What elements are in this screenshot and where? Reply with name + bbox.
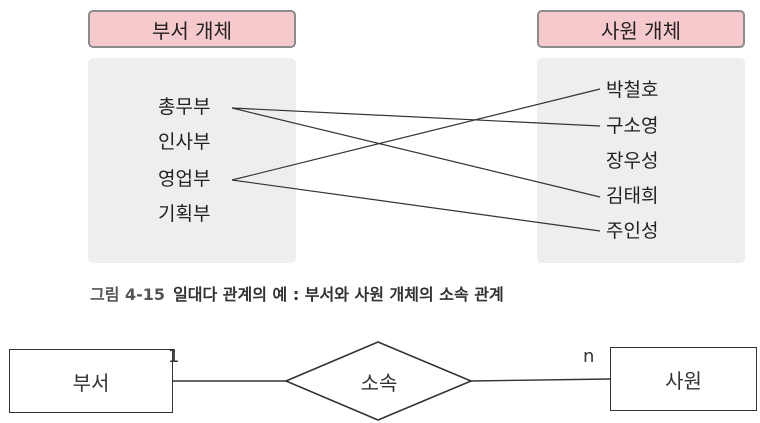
link-line xyxy=(231,107,601,198)
emp-item: 구소영 xyxy=(606,115,659,137)
er-relationship-diamond xyxy=(283,341,474,421)
er-entity-emp-label: 사원 xyxy=(665,368,702,393)
dept-entity-panel xyxy=(88,58,296,263)
er-entity-dept-label: 부서 xyxy=(72,370,110,395)
dept-item: 총무부 xyxy=(158,96,211,118)
er-cardinality-right: n xyxy=(583,346,595,367)
link-line xyxy=(231,88,601,181)
dept-entity-title: 부서 개체 xyxy=(152,18,232,43)
emp-entity-header: 사원 개체 xyxy=(537,10,745,48)
link-line xyxy=(231,179,601,232)
dept-item: 인사부 xyxy=(158,131,211,153)
dept-entity-header: 부서 개체 xyxy=(88,10,296,48)
dept-item: 영업부 xyxy=(158,168,211,190)
emp-item: 주인성 xyxy=(606,220,659,242)
emp-item: 박철호 xyxy=(606,79,659,101)
er-relationship-label: 소속 xyxy=(360,371,398,395)
figure-caption-number: 그림 4-15 xyxy=(90,285,166,304)
er-cardinality-left: 1 xyxy=(168,346,180,367)
link-line xyxy=(231,107,601,127)
emp-entity-title: 사원 개체 xyxy=(601,18,681,43)
emp-item: 김태희 xyxy=(606,185,659,207)
figure-caption: 그림 4-15 일대다 관계의 예 : 부서와 사원 개체의 소속 관계 xyxy=(90,281,504,305)
er-entity-emp: 사원 xyxy=(610,347,757,411)
figure-caption-text: 일대다 관계의 예 : 부서와 사원 개체의 소속 관계 xyxy=(173,285,504,304)
emp-entity-panel xyxy=(537,58,745,263)
er-entity-dept: 부서 xyxy=(9,349,173,413)
dept-item: 기획부 xyxy=(158,203,211,225)
er-connector-right xyxy=(470,378,611,382)
emp-item: 장우성 xyxy=(606,150,659,172)
